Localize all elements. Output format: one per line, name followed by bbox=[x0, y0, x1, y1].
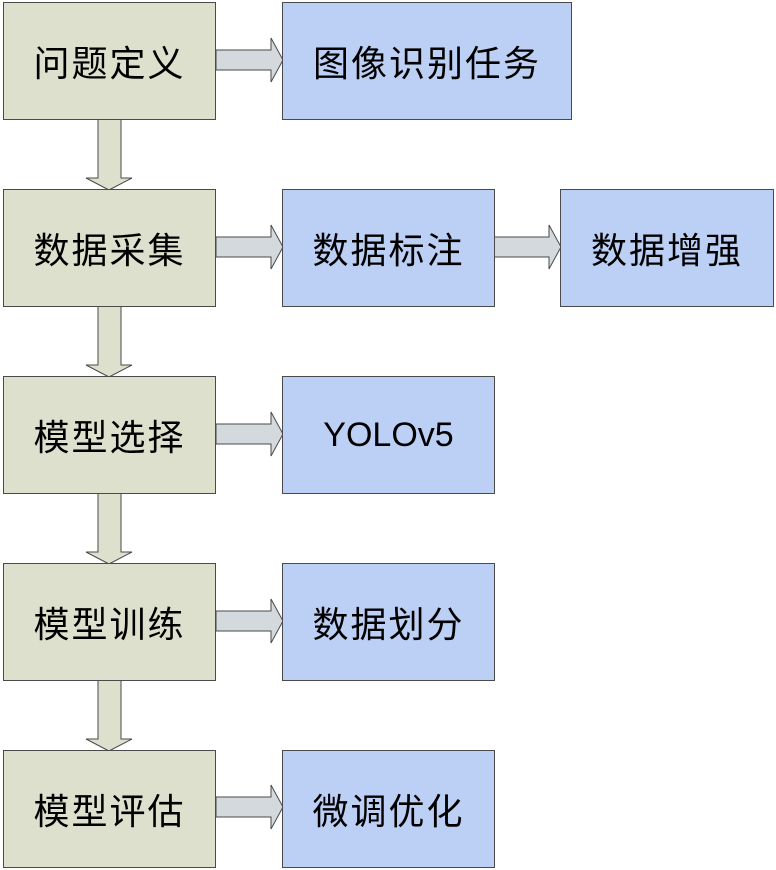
output-data-annotation: 数据标注 bbox=[282, 189, 495, 307]
right-arrow-icon bbox=[215, 37, 284, 83]
step-model-evaluation: 模型评估 bbox=[3, 750, 216, 868]
down-arrow-icon bbox=[85, 492, 133, 565]
right-arrow-icon bbox=[215, 411, 284, 457]
down-arrow-icon bbox=[85, 679, 133, 752]
output-image-recognition-task: 图像识别任务 bbox=[282, 2, 572, 120]
right-arrow-icon bbox=[215, 224, 284, 270]
right-arrow-icon bbox=[215, 784, 284, 830]
down-arrow-icon bbox=[85, 118, 133, 191]
output-data-augmentation: 数据增强 bbox=[560, 189, 774, 307]
step-model-training: 模型训练 bbox=[3, 563, 216, 681]
right-arrow-icon bbox=[215, 598, 284, 644]
step-problem-definition: 问题定义 bbox=[3, 2, 216, 120]
output-yolov5: YOLOv5 bbox=[282, 376, 495, 494]
down-arrow-icon bbox=[85, 305, 133, 378]
output-fine-tuning: 微调优化 bbox=[282, 750, 495, 868]
step-data-collection: 数据采集 bbox=[3, 189, 216, 307]
right-arrow-icon bbox=[493, 224, 562, 270]
output-data-split: 数据划分 bbox=[282, 563, 495, 681]
step-model-selection: 模型选择 bbox=[3, 376, 216, 494]
